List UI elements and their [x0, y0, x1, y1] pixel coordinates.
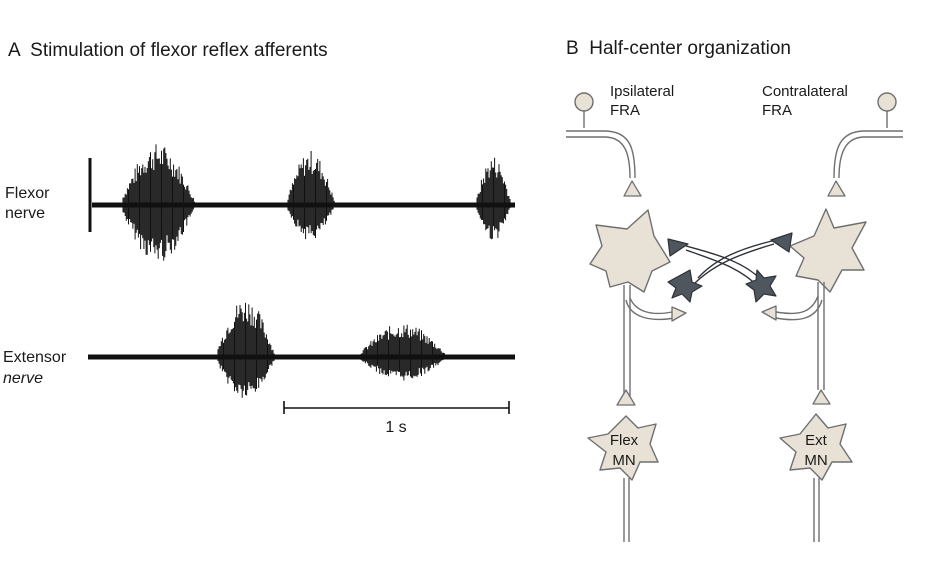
contralateral-fra-afferent: [827, 92, 903, 197]
right-interneuron: [761, 208, 867, 405]
inhibitory-interneurons: [667, 232, 793, 303]
ipsilateral-fra-afferent: [566, 92, 642, 197]
extensor-label-line1: Extensor: [3, 349, 67, 366]
panel-a-title: A Stimulation of flexor reflex afferents: [8, 40, 328, 61]
time-scale-bar: [283, 401, 510, 414]
flex-mn-label-line1: Flex: [610, 432, 639, 449]
ipsilateral-label-line2: FRA: [610, 102, 640, 119]
left-interneuron: [589, 209, 687, 406]
ext-mn-label-line1: Ext: [805, 432, 828, 449]
contralateral-label-line2: FRA: [762, 102, 792, 119]
flexor-nerve-trace: [88, 144, 515, 261]
extensor-label-line2: nerve: [3, 370, 43, 387]
ext-mn-label-line2: MN: [804, 452, 827, 469]
extensor-nerve-trace: [88, 302, 515, 398]
ipsilateral-label-line1: Ipsilateral: [610, 83, 674, 100]
flexor-label-line2: nerve: [5, 205, 45, 222]
scale-label: 1 s: [385, 419, 406, 436]
flex-mn-label-line2: MN: [612, 452, 635, 469]
contralateral-label-line1: Contralateral: [762, 83, 848, 100]
ext-motor-neuron: [779, 413, 853, 542]
panel-b-title: B Half-center organization: [566, 38, 791, 59]
flex-motor-neuron: [587, 415, 659, 542]
flexor-label-line1: Flexor: [5, 185, 50, 202]
